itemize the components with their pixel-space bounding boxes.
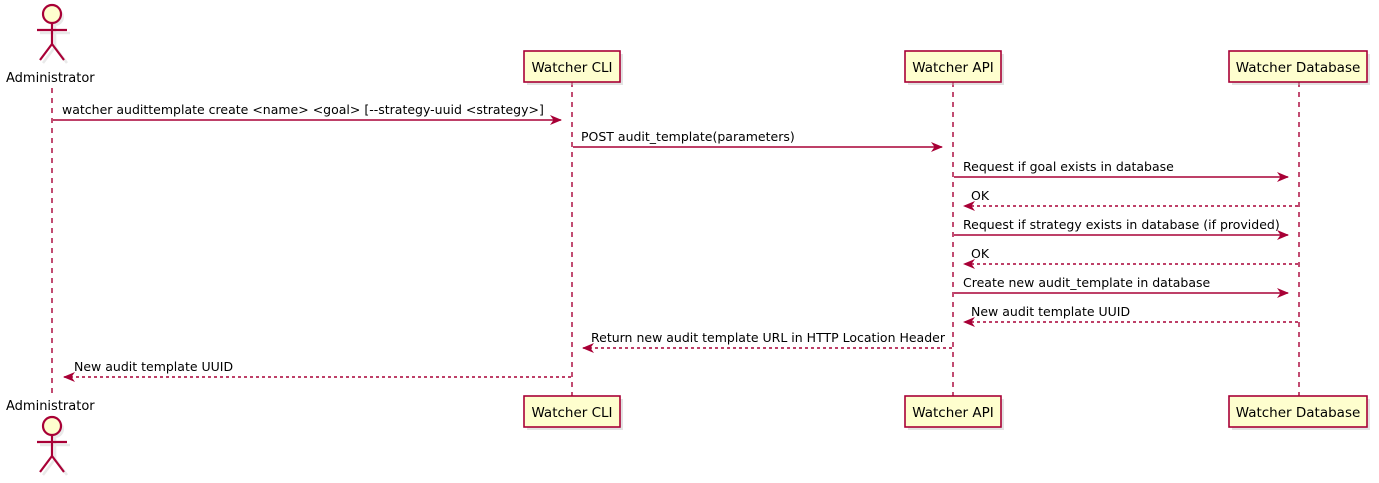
participant-box-watcher-api-bottom[interactable]: Watcher API	[904, 395, 1004, 430]
box-body	[523, 50, 621, 83]
message-4[interactable]: OK	[963, 188, 1298, 211]
actor-stick-figure-icon	[37, 415, 67, 473]
participant-box-watcher-database-bottom[interactable]: Watcher Database	[1228, 395, 1370, 430]
message-5[interactable]: Request if strategy exists in database (…	[954, 217, 1289, 240]
box-body	[1228, 395, 1368, 428]
message-3[interactable]: Request if goal exists in database	[954, 159, 1289, 182]
message-1[interactable]: watcher audittemplate create <name> <goa…	[53, 102, 562, 125]
participant-label-watcher-database-top: Watcher Database	[1236, 60, 1361, 76]
participant-box-watcher-cli-bottom[interactable]: Watcher CLI	[523, 395, 623, 430]
participant-box-watcher-cli-top[interactable]: Watcher CLI	[523, 50, 623, 85]
participant-box-watcher-database-top[interactable]: Watcher Database	[1228, 50, 1370, 85]
message-6[interactable]: OK	[963, 246, 1298, 269]
message-label: OK	[971, 246, 990, 261]
box-body	[904, 395, 1002, 428]
message-label: Request if strategy exists in database (…	[963, 217, 1280, 232]
participant-label-watcher-database-bottom: Watcher Database	[1236, 405, 1361, 421]
message-label: OK	[971, 188, 990, 203]
message-label: POST audit_template(parameters)	[581, 129, 795, 144]
lifelines	[51, 82, 1300, 396]
actor-administrator-bottom[interactable]: Administrator	[6, 399, 95, 476]
message-label: Request if goal exists in database	[963, 159, 1174, 174]
message-label: New audit template UUID	[971, 304, 1130, 319]
actor-label-administrator-top: Administrator	[6, 71, 95, 86]
message-10[interactable]: New audit template UUID	[63, 359, 571, 382]
participant-label-watcher-cli-bottom: Watcher CLI	[531, 405, 612, 421]
participant-label-watcher-cli-top: Watcher CLI	[531, 60, 612, 76]
actor-stick-figure-icon	[37, 3, 67, 61]
box-body	[1228, 50, 1368, 83]
message-label: watcher audittemplate create <name> <goa…	[62, 102, 544, 117]
message-2[interactable]: POST audit_template(parameters)	[573, 129, 943, 152]
box-body	[904, 50, 1002, 83]
message-label: Create new audit_template in database	[963, 275, 1210, 290]
participant-label-watcher-api-bottom: Watcher API	[912, 405, 994, 421]
actor-administrator-top[interactable]: Administrator	[6, 3, 95, 86]
message-label: Return new audit template URL in HTTP Lo…	[591, 330, 946, 345]
message-9[interactable]: Return new audit template URL in HTTP Lo…	[582, 330, 952, 353]
participant-label-watcher-api-top: Watcher API	[912, 60, 994, 76]
message-8[interactable]: New audit template UUID	[963, 304, 1298, 327]
message-7[interactable]: Create new audit_template in database	[954, 275, 1289, 298]
message-label: New audit template UUID	[74, 359, 233, 374]
actor-label-administrator-bottom: Administrator	[6, 399, 95, 414]
participant-box-watcher-api-top[interactable]: Watcher API	[904, 50, 1004, 85]
box-body	[523, 395, 621, 428]
